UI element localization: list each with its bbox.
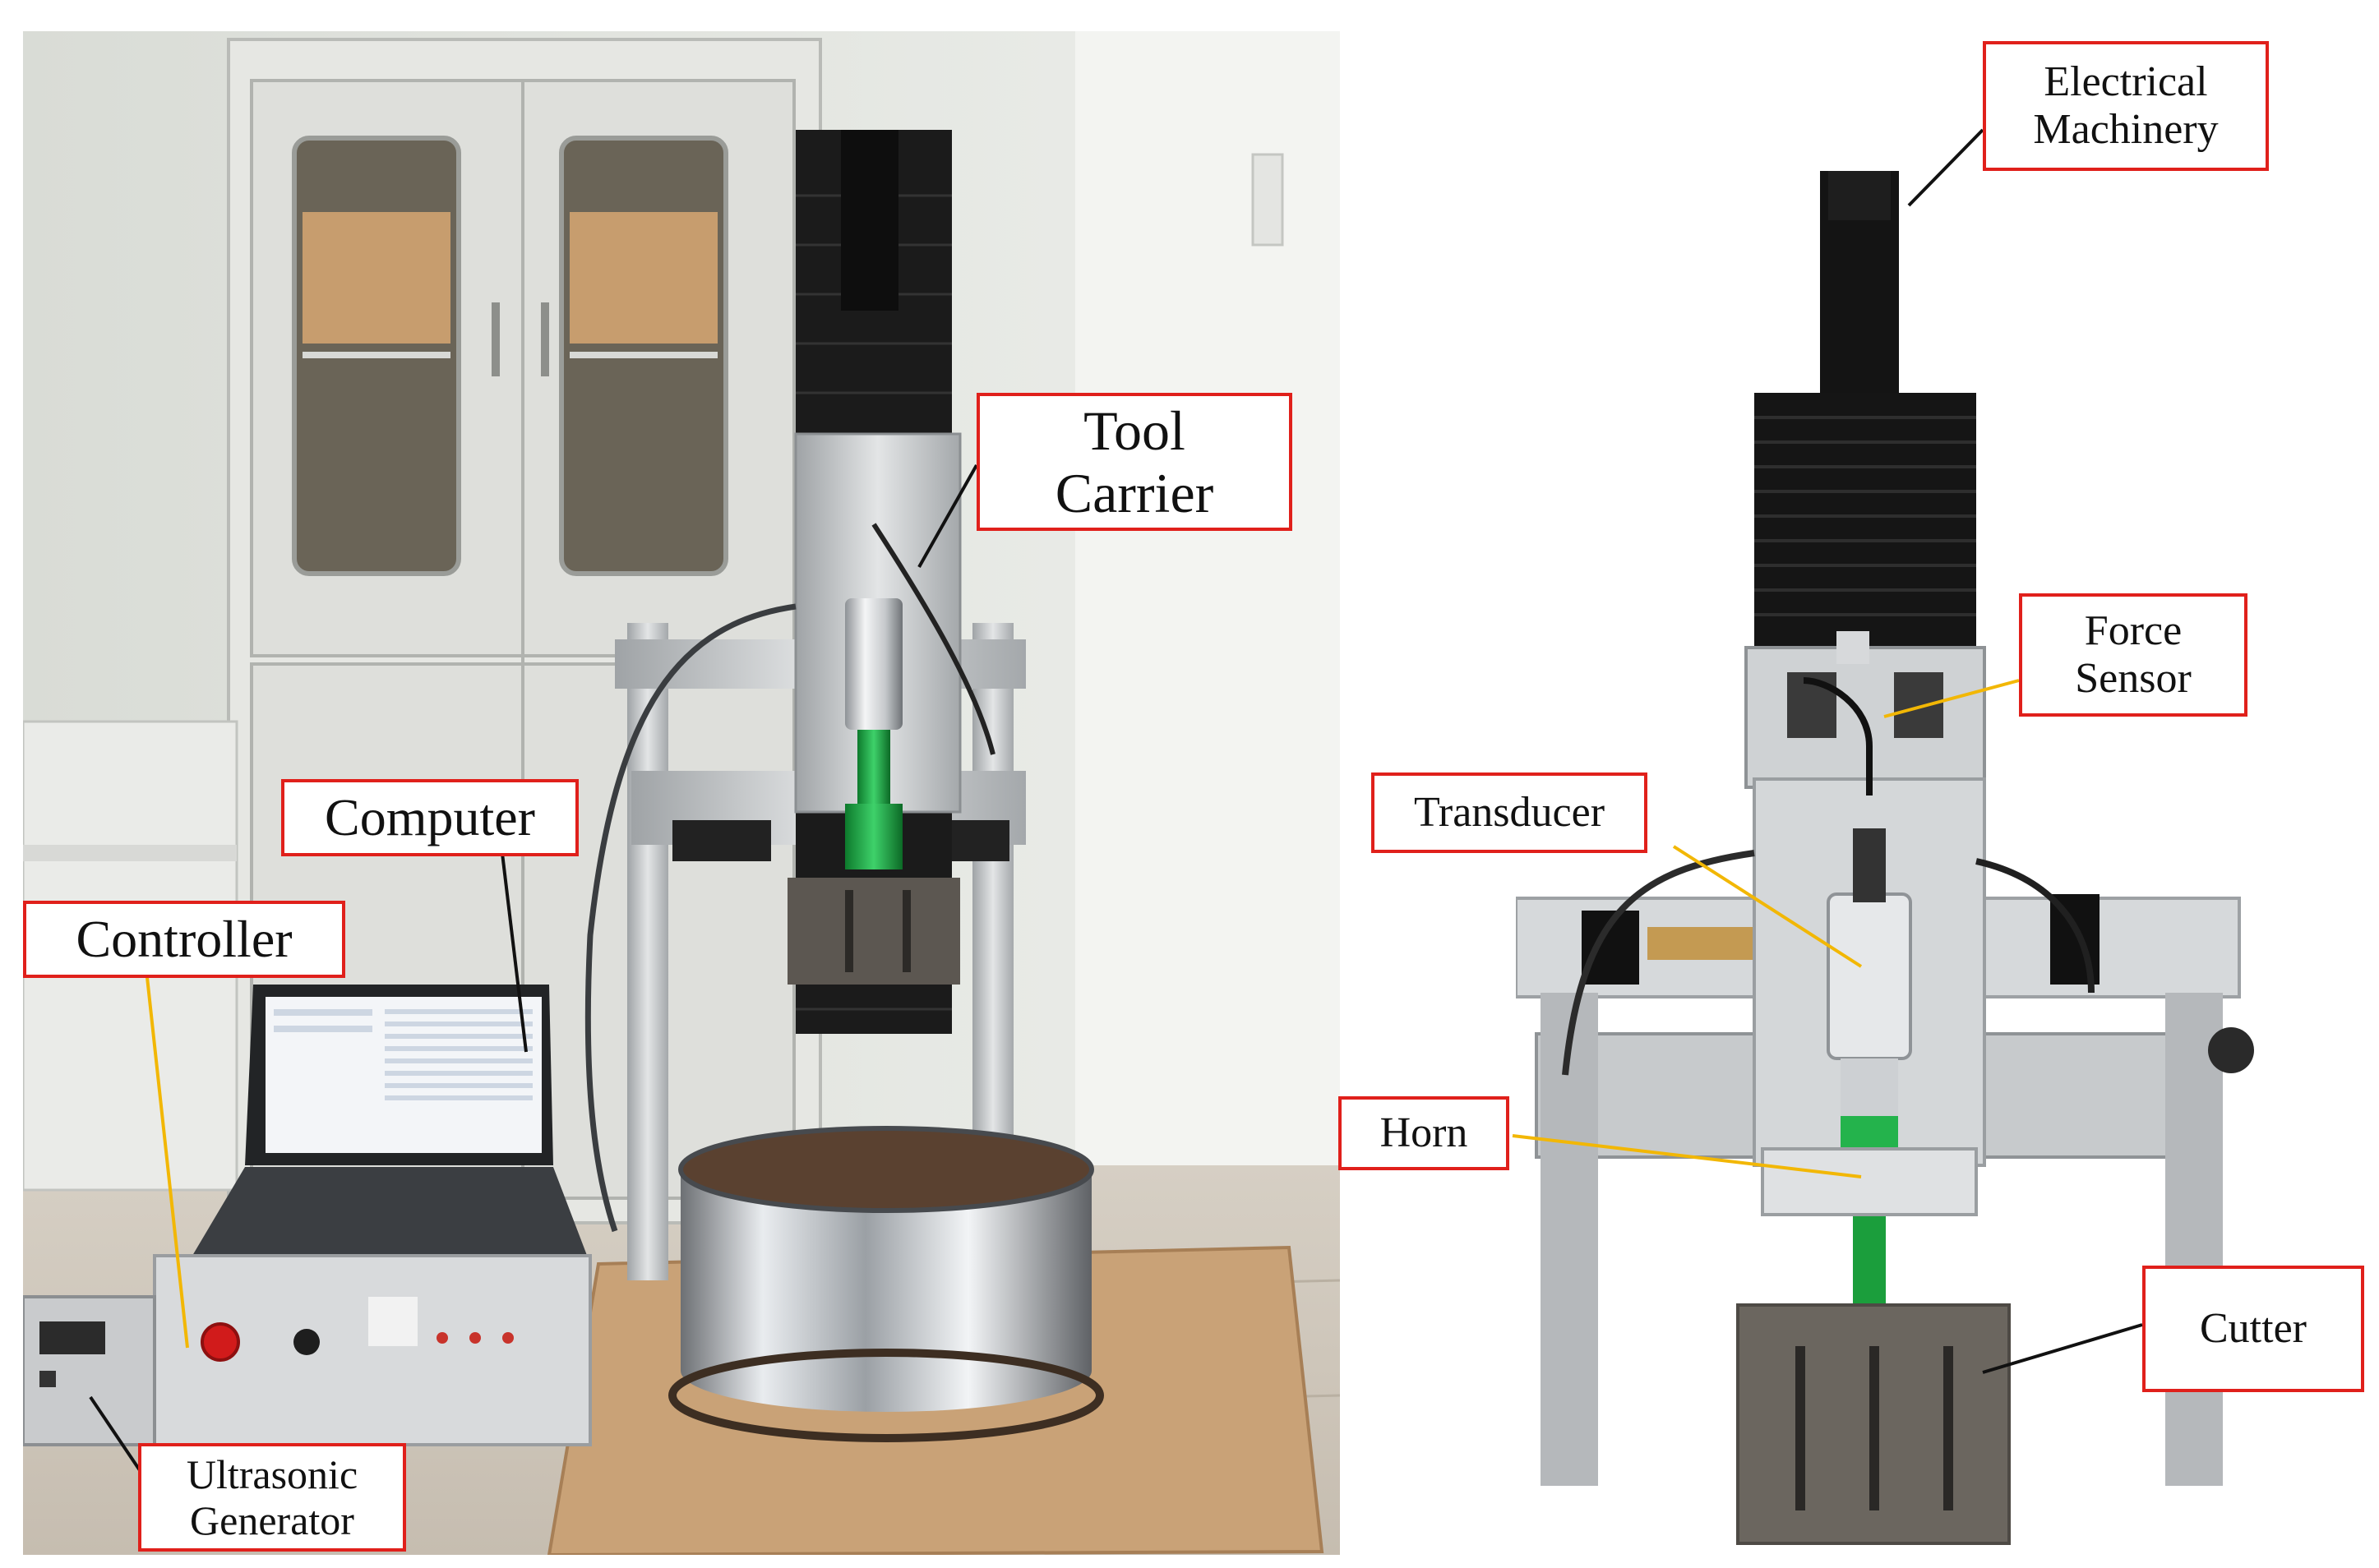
electrical-machinery-label: Electrical Machinery <box>1983 41 2269 171</box>
lab-setup-photo <box>23 31 1340 1555</box>
computer-label-text: Computer <box>325 788 535 847</box>
electrical-machinery-label-line-2: Machinery <box>2033 106 2219 153</box>
force-sensor-label-line-1: Force <box>2084 606 2183 654</box>
ultrasonic-generator-label-line-2: Generator <box>190 1497 354 1543</box>
controller-label-text: Controller <box>76 910 293 969</box>
computer-label: Computer <box>281 779 579 856</box>
tool-carrier-label-line-1: Tool <box>1083 399 1185 462</box>
force-sensor-label: Force Sensor <box>2019 593 2247 717</box>
electrical-machinery-label-line-1: Electrical <box>2044 58 2208 105</box>
controller-label: Controller <box>23 901 345 978</box>
lab-setup-illustration <box>23 31 1340 1555</box>
transducer-label: Transducer <box>1371 772 1647 853</box>
tool-carrier-label-line-2: Carrier <box>1055 462 1214 524</box>
ultrasonic-generator-label: Ultrasonic Generator <box>138 1443 406 1552</box>
force-sensor-label-line-2: Sensor <box>2075 655 2192 702</box>
cutter-label-text: Cutter <box>2200 1304 2307 1352</box>
horn-label: Horn <box>1338 1096 1509 1170</box>
cutter-label: Cutter <box>2142 1266 2364 1392</box>
ultrasonic-generator-label-line-1: Ultrasonic <box>186 1451 358 1497</box>
tool-carrier-label: Tool Carrier <box>977 393 1292 531</box>
transducer-label-text: Transducer <box>1413 788 1605 836</box>
horn-label-text: Horn <box>1379 1109 1468 1156</box>
